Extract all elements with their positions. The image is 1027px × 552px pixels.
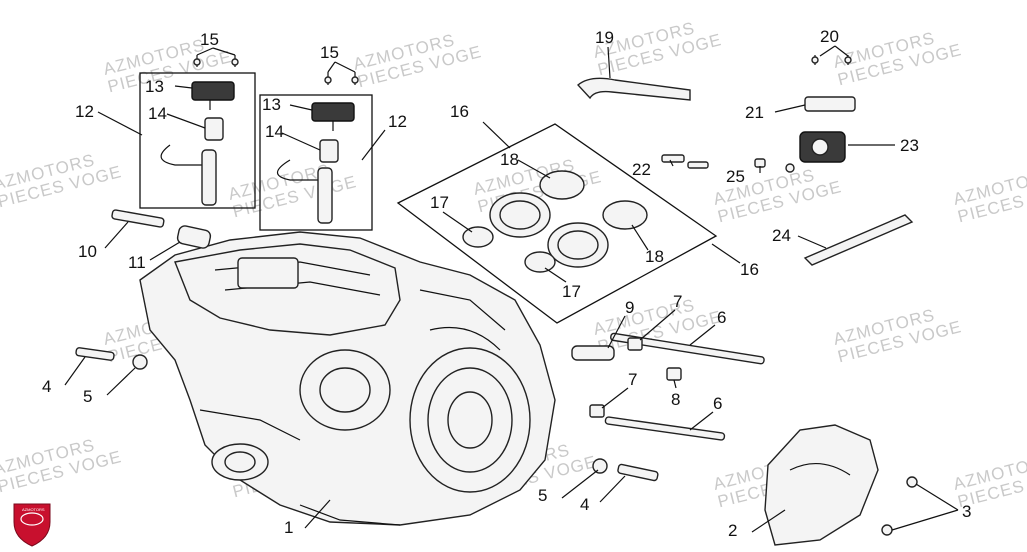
pipe-24 (803, 214, 914, 266)
callout-12-left: 12 (75, 102, 94, 121)
bolt-4a (75, 347, 115, 361)
sleeve-11 (176, 225, 212, 249)
washer-5b (592, 458, 608, 474)
logo-emblem-icon (20, 512, 44, 526)
callout-18-bottom: 18 (645, 247, 664, 266)
nut-7b (589, 404, 605, 418)
brand-logo: AZMOTORS (13, 503, 51, 547)
callout-14-right: 14 (265, 122, 284, 141)
washer-5a (132, 354, 148, 370)
bolt-3a (906, 476, 918, 488)
nut-8 (666, 367, 682, 381)
callout-10: 10 (78, 242, 97, 261)
ignition-coil-box-left (139, 72, 256, 209)
bolt-22 (661, 154, 685, 163)
callout-4-left: 4 (42, 377, 51, 396)
callout-13-left: 13 (145, 77, 164, 96)
ignition-coil-box-right (259, 94, 373, 231)
callout-22: 22 (632, 160, 651, 179)
callout-18-top: 18 (500, 150, 519, 169)
callout-7-top: 7 (673, 292, 682, 311)
callout-15-right: 15 (320, 43, 339, 62)
nut-25 (785, 163, 795, 173)
callout-6-top: 6 (717, 308, 726, 327)
callout-16-bottom: 16 (740, 260, 759, 279)
bolt-10 (111, 209, 165, 228)
nut-7a (627, 337, 643, 351)
callout-14-left: 14 (148, 104, 167, 123)
bolt-3b (881, 524, 893, 536)
engine-block (139, 231, 556, 526)
sprocket-cover (764, 424, 879, 546)
callout-17-bottom: 17 (562, 282, 581, 301)
bolt-22b (687, 161, 709, 169)
callout-4-right: 4 (580, 495, 589, 514)
ignition-coil-left (160, 55, 239, 206)
callout-6-bottom: 6 (713, 394, 722, 413)
leader-lines (64, 45, 959, 533)
stud-6b (604, 416, 726, 441)
callout-9: 9 (625, 298, 634, 317)
callout-16-top: 16 (450, 102, 469, 121)
callout-1: 1 (284, 518, 293, 537)
callout-2: 2 (728, 521, 737, 540)
callout-8: 8 (671, 390, 680, 409)
callout-15-left: 15 (200, 30, 219, 49)
intake-boots-box (396, 123, 718, 324)
callout-23: 23 (900, 136, 919, 155)
logo-text: AZMOTORS (22, 507, 45, 512)
callout-13-right: 13 (262, 95, 281, 114)
callout-12-right: 12 (388, 112, 407, 131)
callout-19: 19 (595, 28, 614, 47)
ignition-coil-right (276, 72, 359, 224)
intake-boots (462, 170, 648, 273)
callout-25: 25 (726, 167, 745, 186)
callout-24: 24 (772, 226, 791, 245)
bolt-4b (617, 463, 659, 482)
callout-17-top: 17 (430, 193, 449, 212)
callout-5-right: 5 (538, 486, 547, 505)
stud-6a (610, 332, 765, 365)
spacer-9 (571, 345, 615, 361)
callout-7-bottom: 7 (628, 370, 637, 389)
callout-11: 11 (128, 253, 146, 272)
callout-3: 3 (962, 502, 971, 521)
solenoid-valve (799, 55, 856, 163)
callout-labels: 15 13 12 14 15 13 12 14 10 11 16 18 17 1… (42, 27, 971, 540)
callout-21: 21 (745, 103, 764, 122)
callout-20: 20 (820, 27, 839, 46)
callout-5-left: 5 (83, 387, 92, 406)
clip-25 (754, 158, 766, 168)
breather-hose (576, 77, 691, 101)
